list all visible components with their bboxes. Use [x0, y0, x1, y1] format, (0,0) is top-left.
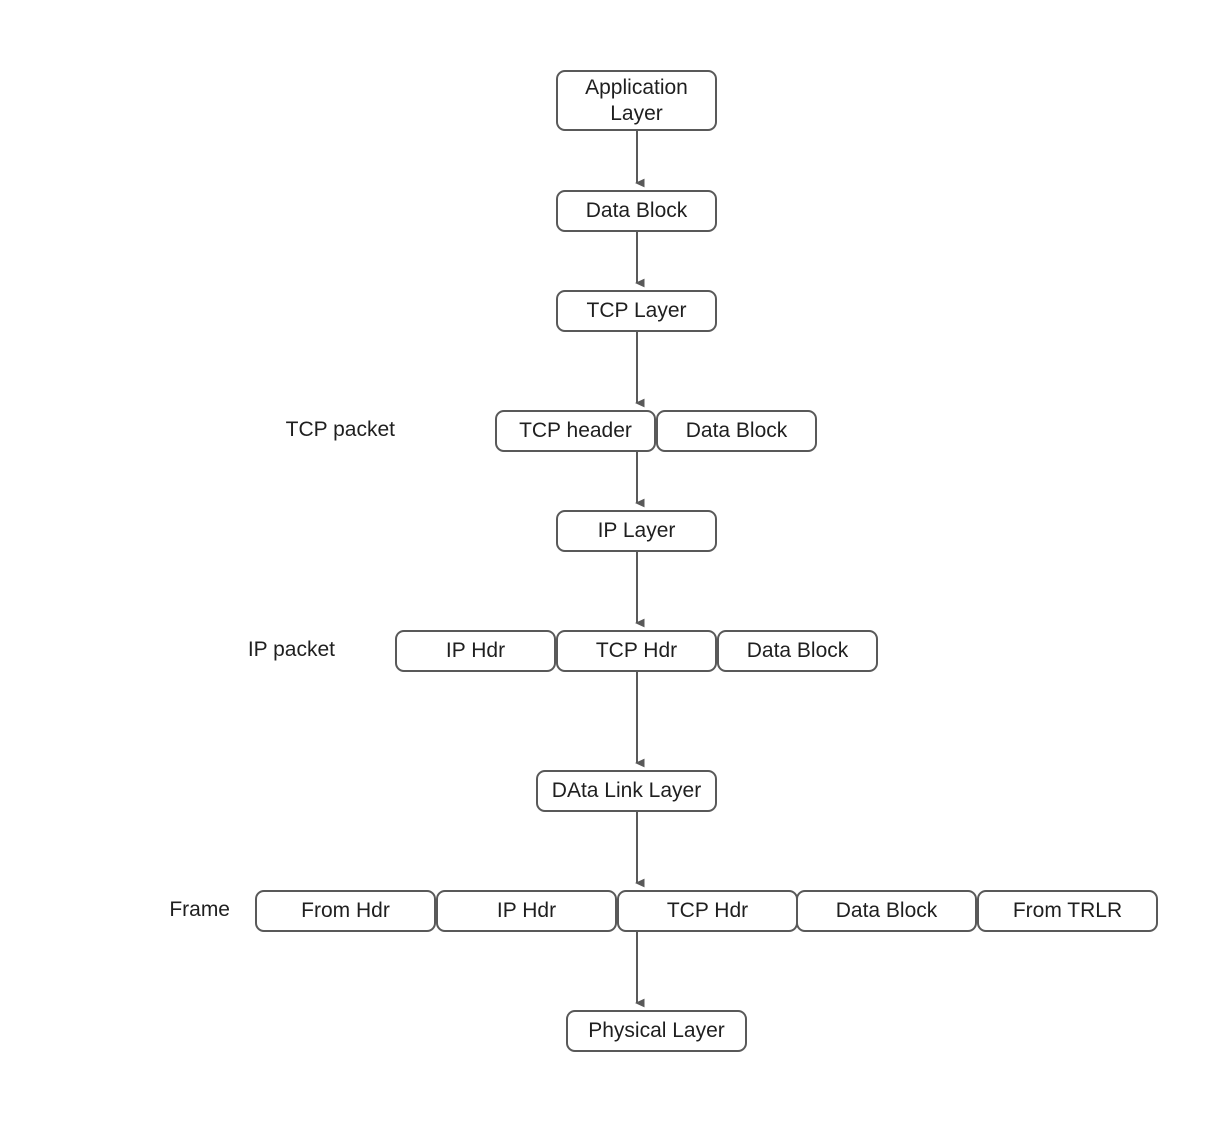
packet-field-ip-hdr[interactable]: IP Hdr — [395, 630, 556, 672]
node-data-block[interactable]: Data Block — [556, 190, 717, 232]
frame-field-from-trlr[interactable]: From TRLR — [977, 890, 1158, 932]
node-physical-layer[interactable]: Physical Layer — [566, 1010, 747, 1052]
row-label-frame: Frame — [169, 898, 230, 921]
frame-field-data-block[interactable]: Data Block — [796, 890, 977, 932]
packet-field-ip-tcp-hdr[interactable]: TCP Hdr — [556, 630, 717, 672]
node-application-layer[interactable]: Application Layer — [556, 70, 717, 131]
packet-field-ip-data-block[interactable]: Data Block — [717, 630, 878, 672]
node-data-link-layer[interactable]: DAta Link Layer — [536, 770, 717, 812]
row-label-ip-packet: IP packet — [247, 638, 335, 661]
packet-field-tcp-header[interactable]: TCP header — [495, 410, 656, 452]
frame-field-ip-hdr[interactable]: IP Hdr — [436, 890, 617, 932]
row-label-tcp-packet: TCP packet — [285, 418, 395, 441]
node-tcp-layer[interactable]: TCP Layer — [556, 290, 717, 332]
frame-field-tcp-hdr[interactable]: TCP Hdr — [617, 890, 798, 932]
frame-field-from-hdr[interactable]: From Hdr — [255, 890, 436, 932]
node-ip-layer[interactable]: IP Layer — [556, 510, 717, 552]
packet-field-tcp-data-block[interactable]: Data Block — [656, 410, 817, 452]
